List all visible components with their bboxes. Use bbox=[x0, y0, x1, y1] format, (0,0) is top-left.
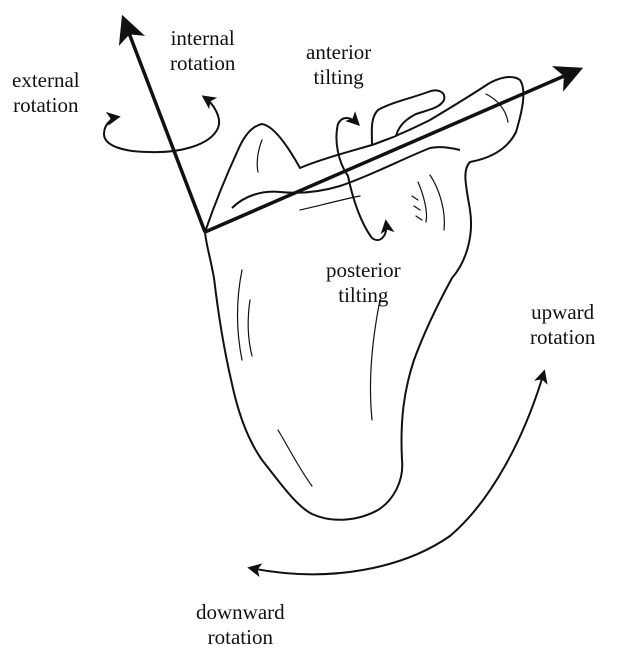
internal-rotation-label-line1: internal bbox=[170, 26, 235, 51]
posterior-tilting-label: posterior tilting bbox=[326, 258, 401, 308]
external-rotation-label-line2: rotation bbox=[12, 93, 80, 118]
downward-rotation-label-line2: rotation bbox=[196, 625, 285, 650]
downward-rotation-arrow-icon bbox=[250, 536, 450, 574]
upward-downward-rotation-arrow-icon bbox=[450, 372, 544, 536]
external-rotation-label-line1: external bbox=[12, 68, 80, 93]
internal-rotation-label: internal rotation bbox=[170, 26, 235, 76]
anterior-tilting-label: anterior tilting bbox=[306, 40, 371, 90]
posterior-tilting-label-line2: tilting bbox=[326, 283, 401, 308]
downward-rotation-label-line1: downward bbox=[196, 600, 285, 625]
downward-rotation-label: downward rotation bbox=[196, 600, 285, 650]
upward-rotation-label-line1: upward bbox=[530, 300, 595, 325]
posterior-tilting-label-line1: posterior bbox=[326, 258, 401, 283]
internal-rotation-arrow-icon bbox=[150, 97, 219, 152]
anterior-tilting-label-line1: anterior bbox=[306, 40, 371, 65]
internal-rotation-label-line2: rotation bbox=[170, 51, 235, 76]
anterior-tilting-label-line2: tilting bbox=[306, 65, 371, 90]
external-rotation-label: external rotation bbox=[12, 68, 80, 118]
external-rotation-arrow-icon bbox=[104, 117, 150, 152]
upward-rotation-label-line2: rotation bbox=[530, 325, 595, 350]
upward-rotation-label: upward rotation bbox=[530, 300, 595, 350]
